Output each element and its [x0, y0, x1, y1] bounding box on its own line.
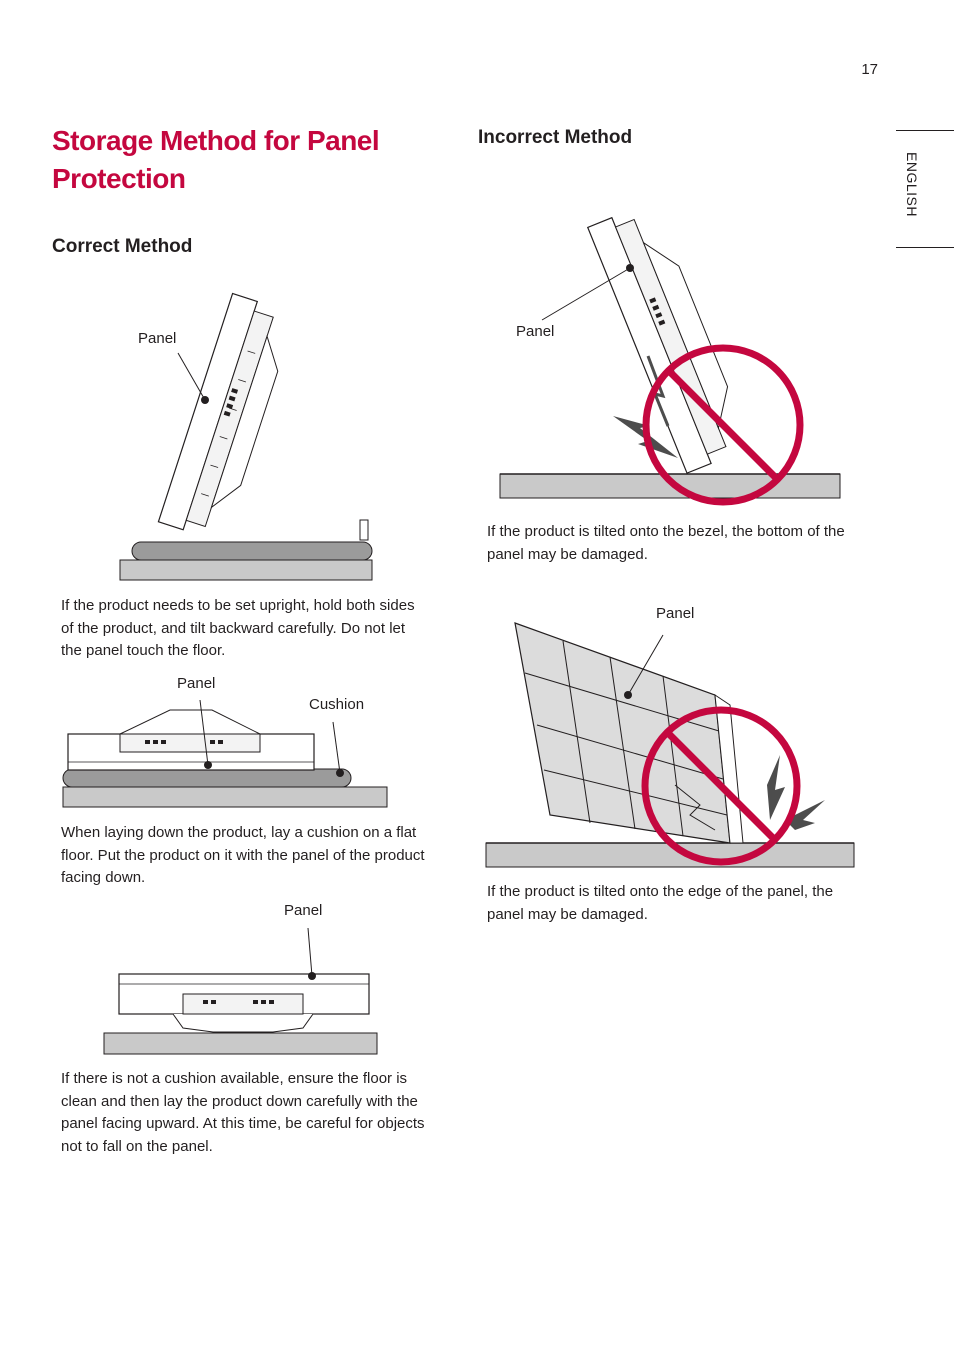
incorrect-caption-1: If the product is tilted onto the bezel,… [487, 523, 845, 563]
language-tab-bottom-rule [896, 247, 954, 248]
incorrect-method-heading: Incorrect Method [478, 127, 633, 148]
correct-caption-3: If there is not a cushion available, ens… [61, 1070, 425, 1155]
figure-correct-panel-up [103, 927, 378, 1055]
figure-incorrect-bezel [499, 216, 841, 506]
prohibition-icon [642, 344, 804, 506]
incorrect-fig1-panel-label: Panel [516, 323, 555, 340]
correct-method-heading: Correct Method [52, 236, 193, 257]
prohibition-icon [641, 706, 801, 866]
correct-fig3-panel-label: Panel [284, 902, 323, 919]
correct-fig1-panel-label: Panel [138, 330, 177, 347]
page-number: 17 [861, 61, 878, 78]
language-tab-label: ENGLISH [904, 152, 920, 217]
correct-caption-1: If the product needs to be set upright, … [61, 597, 415, 659]
figure-correct-cushion [62, 699, 388, 808]
figure-correct-tilt-back [119, 292, 373, 581]
correct-fig2-panel-label: Panel [177, 675, 216, 692]
incorrect-fig2-panel-label: Panel [656, 605, 695, 622]
page-title: Storage Method for Panel Protection [52, 125, 380, 194]
language-tab: ENGLISH [904, 152, 936, 232]
figure-incorrect-panel-edge [485, 622, 855, 868]
correct-fig2-cushion-label: Cushion [309, 696, 365, 713]
incorrect-caption-2: If the product is tilted onto the edge o… [487, 883, 834, 923]
correct-caption-2: When laying down the product, lay a cush… [61, 824, 425, 886]
language-tab-top-rule [896, 130, 954, 131]
